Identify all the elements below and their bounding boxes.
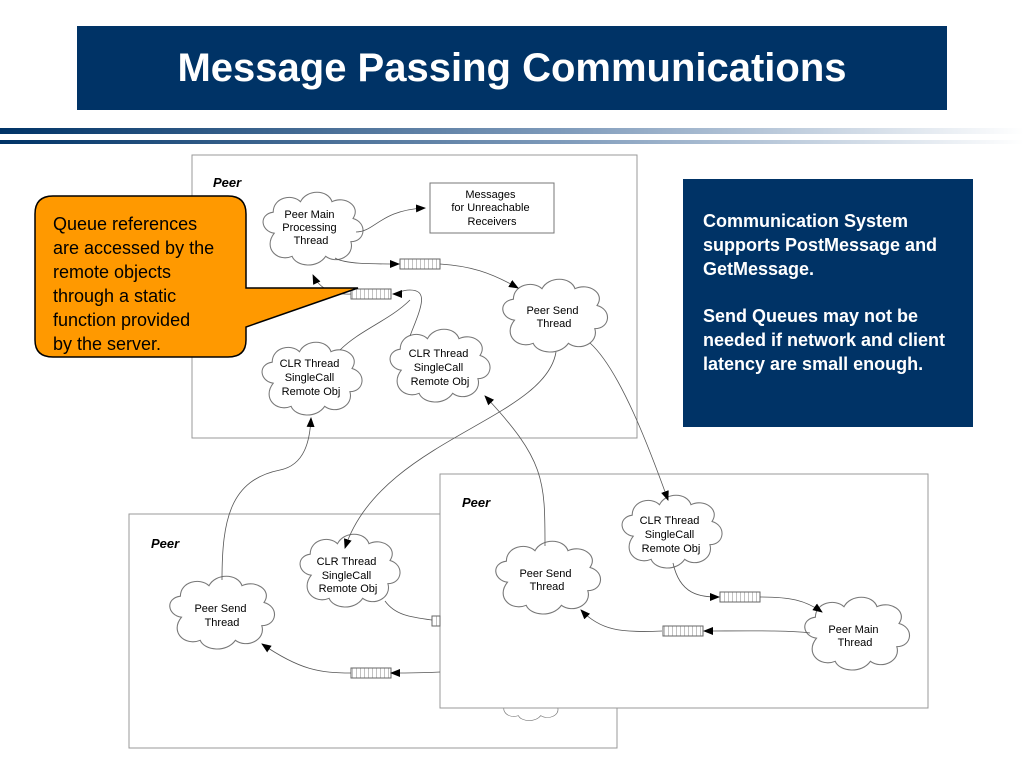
rule-top (0, 128, 1024, 134)
info-paragraph-1: Communication System supports PostMessag… (703, 211, 938, 279)
callout-line: by the server. (53, 334, 162, 354)
queue-right-send (719, 591, 761, 603)
left-send-thread-label: Peer Send Thread (194, 603, 249, 629)
connectors (221, 204, 823, 677)
callout-text: Queue references are accessed by the rem… (53, 212, 238, 356)
callout-line: are accessed by the (53, 238, 215, 258)
top-clr-left-label: CLR Thread SingleCall Remote Obj (280, 358, 343, 398)
unreachable-receivers-label: Messages for Unreachable Receivers (451, 189, 532, 228)
right-send-thread-label: Peer Send Thread (519, 568, 574, 593)
top-send-thread-label: Peer Send Thread (526, 305, 581, 330)
right-main-thread-label: Peer Main Thread (828, 624, 881, 649)
peer-label-top: Peer (213, 175, 242, 190)
callout-line: function provided (53, 310, 191, 330)
callout-shape (34, 195, 359, 358)
callout-line: remote objects (53, 262, 172, 282)
queue-left-partial (431, 615, 441, 627)
info-paragraph-2: Send Queues may not be needed if network… (703, 306, 946, 374)
rule-bottom (0, 140, 1024, 144)
left-clr-label: CLR Thread SingleCall Remote Obj (317, 556, 380, 595)
top-clr-right-label: CLR Thread SingleCall Remote Obj (409, 348, 472, 388)
queue-top-receive (350, 288, 392, 300)
queue-top-send (399, 258, 441, 270)
title-bar: Message Passing Communications (77, 26, 947, 110)
callout-line: through a static (53, 286, 177, 306)
peer-label-right: Peer (462, 495, 491, 510)
queue-right-receive (662, 625, 704, 637)
top-main-thread-label: Peer Main Processing Thread (282, 209, 339, 247)
info-box: Communication System supports PostMessag… (683, 179, 973, 427)
slide-title: Message Passing Communications (177, 46, 847, 90)
right-clr-label: CLR Thread SingleCall Remote Obj (640, 515, 703, 555)
unreachable-receivers-box (429, 182, 555, 234)
peer-label-left: Peer (151, 536, 180, 551)
callout-line: Queue references (53, 214, 198, 234)
queue-left-receive (350, 667, 392, 679)
